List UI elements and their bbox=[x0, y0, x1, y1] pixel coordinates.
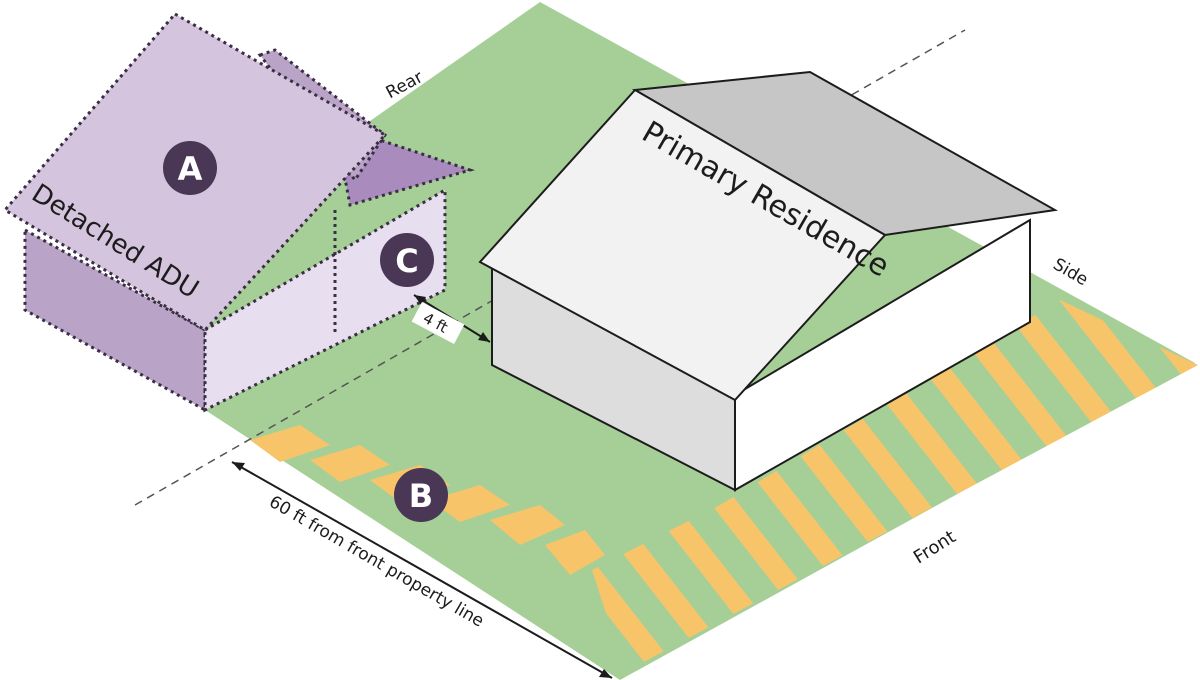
front-setback-zone bbox=[592, 300, 1198, 672]
badge-b: B bbox=[394, 468, 448, 522]
residence-right-wall bbox=[734, 218, 1031, 492]
adu-side-wall bbox=[23, 227, 207, 413]
front-label: Front bbox=[910, 526, 960, 568]
svg-text:C: C bbox=[395, 242, 418, 280]
badge-c: C bbox=[380, 233, 434, 287]
badge-a: A bbox=[163, 141, 217, 195]
svg-text:B: B bbox=[409, 477, 433, 515]
svg-text:A: A bbox=[178, 150, 203, 188]
side-label: Side bbox=[1050, 255, 1092, 291]
residence-roof-front bbox=[478, 88, 887, 402]
primary-residence: Primary Residence bbox=[478, 70, 1059, 492]
